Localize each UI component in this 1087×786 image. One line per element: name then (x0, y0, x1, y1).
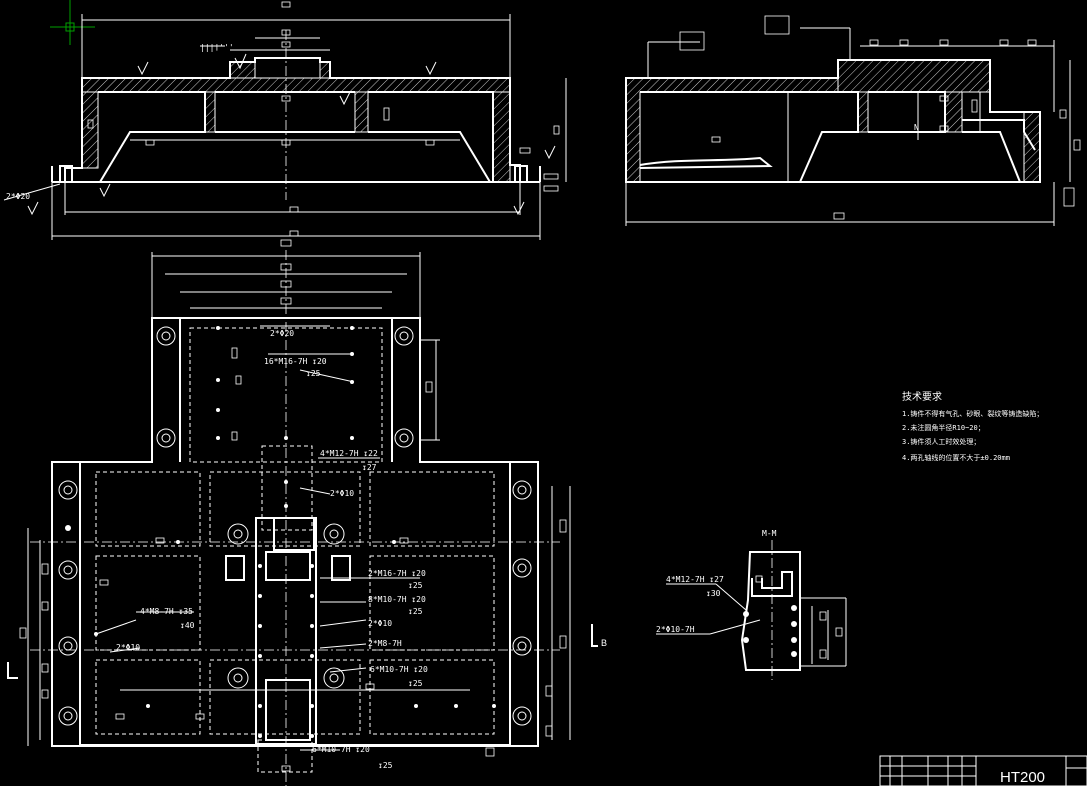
callout-4: ↧27 (362, 463, 377, 472)
callout-6: 2*M16-7H ↧20 (368, 569, 426, 578)
section-mm-view: M-M 4*M12-7H ↧27 ↧30 2*Φ10-7H (656, 529, 847, 680)
section-callout-2: ↧30 (706, 589, 721, 598)
callout-11: ↧40 (180, 621, 195, 630)
ucs-marker-icon (50, 0, 95, 45)
callout-2: ↧25 (306, 369, 321, 378)
section-callout-1: 4*M12-7H ↧27 (666, 575, 724, 584)
callout-9: ↧25 (408, 607, 423, 616)
bolt-holes (58, 326, 532, 738)
callout-10: 4*M8-7H ↧35 (140, 607, 193, 616)
notes-item-1: 1.铸件不得有气孔、砂眼、裂纹等铸造缺陷； (902, 409, 1043, 418)
callout-3: 4*M12-7H ↧22 (320, 449, 378, 458)
callout-7: ↧25 (408, 581, 423, 590)
section-arrow-label: B (601, 638, 607, 648)
section-callout-3: 2*Φ10-7H (656, 625, 695, 634)
technical-requirements: 技术要求 1.铸件不得有气孔、砂眼、裂纹等铸造缺陷； 2.未注圆角半径R10~2… (902, 390, 1043, 462)
callout-1: 16*M16-7H ↧20 (264, 357, 327, 366)
notes-item-4: 4.两孔轴线的位置不大于±0.20mm (902, 453, 1010, 462)
title-block: HT200 (879, 755, 1087, 786)
left-callout: 2*Φ20 (6, 192, 30, 201)
callout-5: 2*Φ10 (330, 489, 354, 498)
svg-text:N: N (914, 123, 919, 132)
callout-17: 6*M10-7H ↧20 (312, 745, 370, 754)
notes-item-3: 3.铸件须人工时效处理； (902, 437, 980, 446)
callout-13: 2*Φ10 (368, 619, 392, 628)
callout-15: 6*M10-7H ↧20 (370, 665, 428, 674)
notes-title: 技术要求 (902, 390, 942, 403)
front-section-view: |||†''' (3, 1, 567, 240)
callout-8: 8*M10-7H ↧20 (368, 595, 426, 604)
side-section-view: N (625, 15, 1081, 226)
callout-16: ↧25 (408, 679, 423, 688)
callout-0: 2*Φ20 (270, 329, 294, 338)
plan-callouts: 2*Φ20 16*M16-7H ↧20 ↧25 4*M12-7H ↧22 ↧27… (116, 329, 428, 770)
material-label: HT200 (1000, 769, 1045, 786)
callout-14: 2*M8-7H (368, 639, 402, 648)
notes-item-2: 2.未注圆角半径R10~20； (902, 423, 985, 432)
callout-12: 2*Φ10 (116, 643, 140, 652)
section-label: M-M (762, 529, 777, 538)
callout-18: ↧25 (378, 761, 393, 770)
svg-text:|||†''': |||†''' (200, 43, 234, 52)
plan-view (7, 239, 598, 786)
